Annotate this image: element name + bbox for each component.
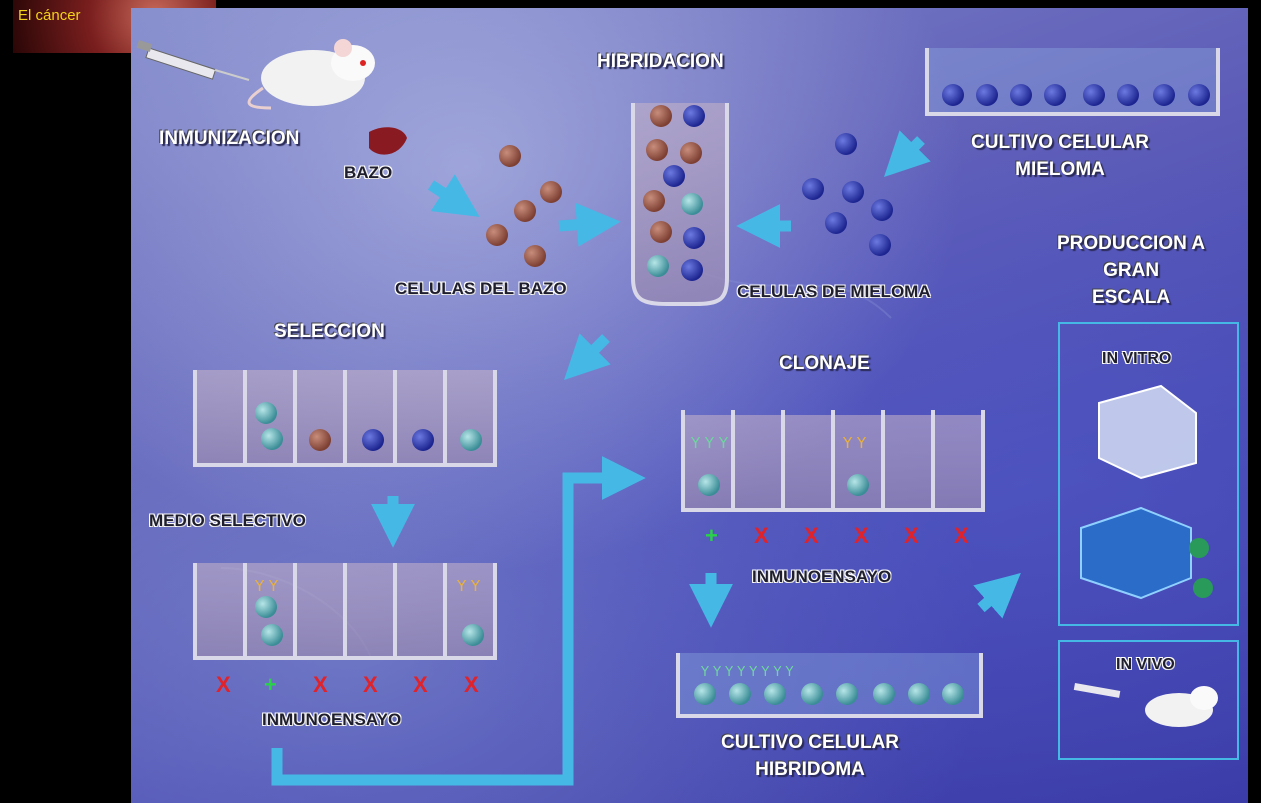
seleccion-result-mark: X bbox=[413, 674, 428, 696]
seleccion-result-mark: X bbox=[464, 674, 479, 696]
label-produccion-line1: PRODUCCION A bbox=[1057, 230, 1205, 257]
medio-selectivo-tray: Y Y Y Y bbox=[195, 563, 495, 658]
label-cultivo-mieloma-line1: CULTIVO CELULAR bbox=[971, 129, 1149, 156]
label-celulas-mieloma: CELULAS DE MIELOMA bbox=[737, 278, 931, 305]
clonaje-result-mark: X bbox=[854, 525, 869, 547]
label-produccion-line3: ESCALA bbox=[1057, 284, 1205, 311]
clonaje-tray: Y Y Y Y Y bbox=[683, 410, 983, 510]
label-in-vivo: IN VIVO bbox=[1116, 651, 1175, 678]
label-medio-selectivo: MEDIO SELECTIVO bbox=[149, 507, 306, 534]
seleccion-result-mark: X bbox=[363, 674, 378, 696]
label-cultivo-hibridoma-line2: HIBRIDOMA bbox=[721, 756, 899, 783]
hybridization-tube bbox=[633, 103, 727, 304]
label-produccion-line2: GRAN bbox=[1057, 257, 1205, 284]
seleccion-result-mark: X bbox=[313, 674, 328, 696]
label-hibridacion: HIBRIDACION bbox=[597, 48, 724, 75]
svg-text:Y Y Y Y Y Y Y Y: Y Y Y Y Y Y Y Y bbox=[700, 665, 794, 680]
svg-text:Y Y: Y Y bbox=[842, 434, 867, 452]
syringe-icon bbox=[137, 40, 249, 80]
clonaje-result-mark: X bbox=[754, 525, 769, 547]
label-celulas-bazo: CELULAS DEL BAZO bbox=[395, 275, 567, 302]
svg-text:Y Y: Y Y bbox=[254, 577, 279, 595]
seleccion-result-mark: X bbox=[216, 674, 231, 696]
label-cultivo-mieloma-line2: MIELOMA bbox=[971, 156, 1149, 183]
seleccion-tray bbox=[195, 370, 495, 465]
label-inmunoensayo-clonaje: INMUNOENSAYO bbox=[752, 563, 891, 590]
clonaje-result-mark: X bbox=[954, 525, 969, 547]
label-cultivo-hibridoma-line1: CULTIVO CELULAR bbox=[721, 729, 899, 756]
label-clonaje: CLONAJE bbox=[779, 350, 870, 377]
clonaje-result-mark: + bbox=[705, 525, 718, 547]
label-inmunoensayo-seleccion: INMUNOENSAYO bbox=[262, 706, 401, 733]
label-in-vitro: IN VITRO bbox=[1102, 345, 1171, 372]
myeloma-cells bbox=[802, 133, 893, 256]
svg-text:Y Y Y: Y Y Y bbox=[690, 434, 729, 452]
label-cultivo-mieloma: CULTIVO CELULAR MIELOMA bbox=[971, 129, 1149, 183]
myeloma-culture-tray bbox=[927, 48, 1218, 114]
label-produccion: PRODUCCION A GRAN ESCALA bbox=[1057, 230, 1205, 311]
svg-text:Y Y: Y Y bbox=[456, 577, 481, 595]
hybridoma-diagram: Y Y Y Y Y Y Y Y Y Y Y Y Y Y Y Y Y bbox=[131, 8, 1248, 803]
spleen-cells bbox=[486, 145, 562, 267]
label-seleccion: SELECCION bbox=[274, 318, 385, 345]
label-inmunizacion: INMUNIZACION bbox=[159, 125, 299, 152]
hybridoma-culture-tray: Y Y Y Y Y Y Y Y bbox=[678, 653, 981, 716]
label-bazo: BAZO bbox=[344, 159, 392, 186]
seleccion-result-mark: + bbox=[264, 674, 277, 696]
clonaje-result-mark: X bbox=[804, 525, 819, 547]
spleen-icon bbox=[369, 127, 407, 154]
mouse-icon bbox=[249, 39, 375, 108]
page-title-link[interactable]: El cáncer bbox=[18, 7, 81, 24]
label-cultivo-hibridoma: CULTIVO CELULAR HIBRIDOMA bbox=[721, 729, 899, 783]
clonaje-result-mark: X bbox=[904, 525, 919, 547]
